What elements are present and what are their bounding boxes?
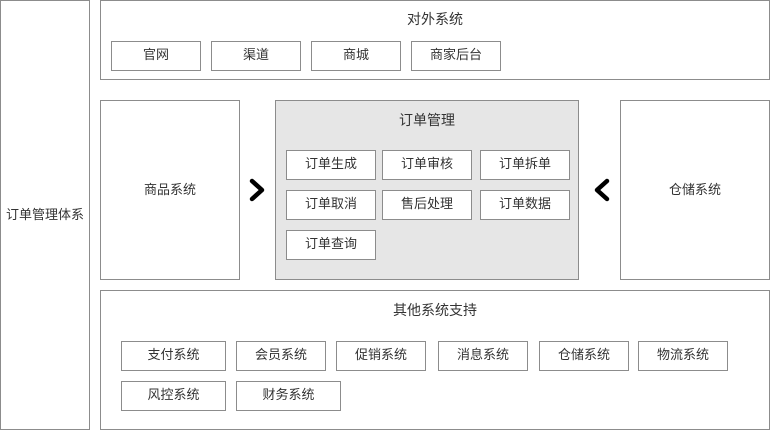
support-item-risk-control: 风控系统 — [121, 381, 226, 411]
side-label: 订单管理体系 — [5, 208, 84, 223]
support-item-promotion: 促销系统 — [336, 341, 426, 371]
support-item-logistics: 物流系统 — [638, 341, 728, 371]
order-system-side-panel: 订单管理体系 — [0, 0, 90, 430]
order-item-cancel: 订单取消 — [286, 190, 376, 220]
order-item-create: 订单生成 — [286, 150, 376, 180]
order-management-group: 订单管理 订单生成 订单审核 订单拆单 订单取消 售后处理 订单数据 订单查询 — [275, 100, 579, 280]
external-item-merchant-backend: 商家后台 — [411, 41, 501, 71]
external-systems-title: 对外系统 — [407, 12, 463, 28]
support-item-finance: 财务系统 — [236, 381, 341, 411]
external-item-channel: 渠道 — [211, 41, 301, 71]
external-systems-group: 对外系统 官网 渠道 商城 商家后台 — [100, 0, 770, 80]
support-systems-group: 其他系统支持 支付系统 会员系统 促销系统 消息系统 仓储系统 物流系统 风控系… — [100, 290, 770, 430]
support-item-member: 会员系统 — [236, 341, 326, 371]
order-management-title: 订单管理 — [399, 113, 455, 129]
warehouse-system-label: 仓储系统 — [668, 183, 721, 198]
arrow-right-icon — [249, 178, 265, 202]
external-item-mall: 商城 — [311, 41, 401, 71]
order-item-query: 订单查询 — [286, 230, 376, 260]
warehouse-system-box: 仓储系统 — [620, 100, 770, 280]
order-item-after-sales: 售后处理 — [382, 190, 472, 220]
order-item-review: 订单审核 — [382, 150, 472, 180]
arrow-left-icon — [594, 178, 610, 202]
support-item-warehouse: 仓储系统 — [539, 341, 629, 371]
external-item-website: 官网 — [111, 41, 201, 71]
product-system-box: 商品系统 — [100, 100, 240, 280]
support-item-payment: 支付系统 — [121, 341, 226, 371]
order-item-data: 订单数据 — [480, 190, 570, 220]
support-item-message: 消息系统 — [438, 341, 528, 371]
support-systems-title: 其他系统支持 — [393, 303, 477, 319]
order-item-split: 订单拆单 — [480, 150, 570, 180]
product-system-label: 商品系统 — [143, 183, 196, 198]
